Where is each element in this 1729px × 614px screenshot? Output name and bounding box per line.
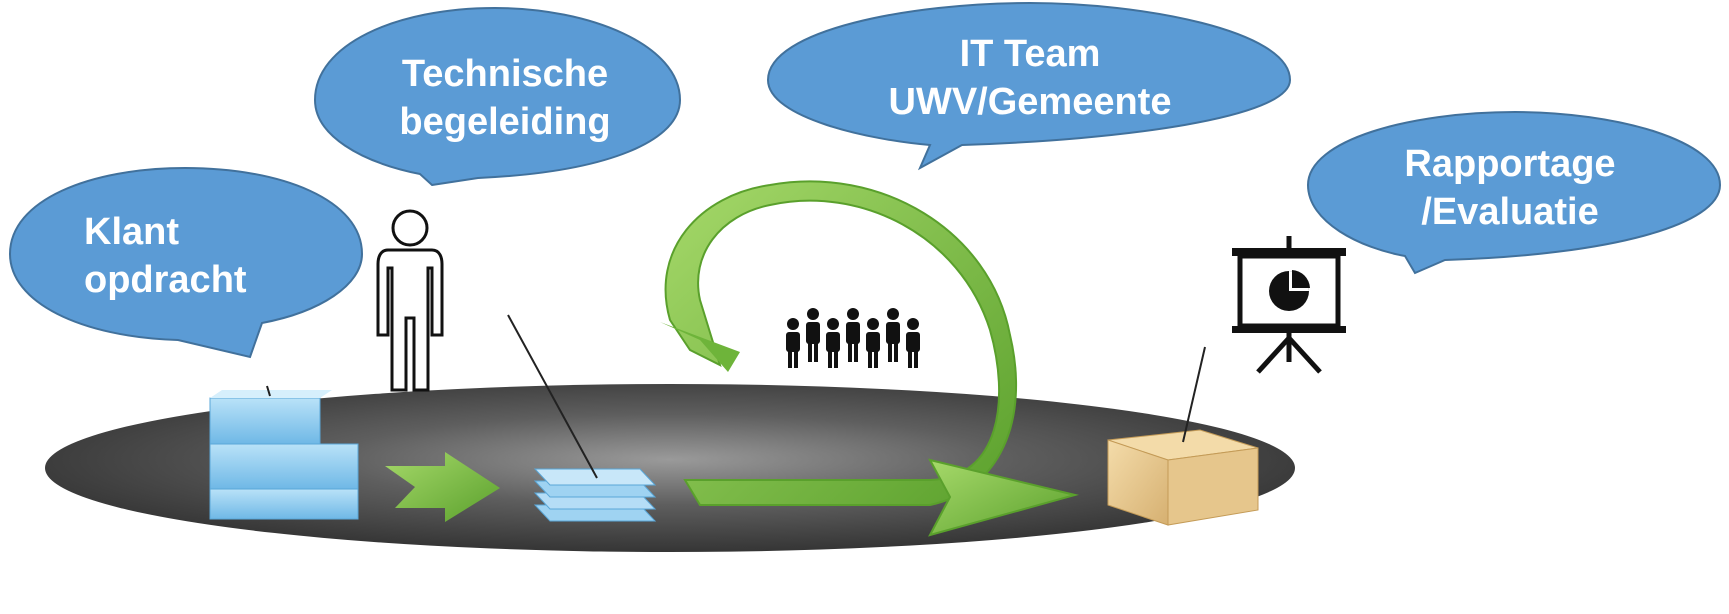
bubble-technische-line1: Technische <box>401 53 609 95</box>
bubble-klant-text: Klant opdracht <box>84 208 247 304</box>
bubble-it-team-text: IT Team UWV/Gemeente <box>880 30 1180 126</box>
stacked-blocks-icon <box>209 385 359 520</box>
person-outline-icon <box>376 209 444 392</box>
bubble-klant-shape <box>8 166 364 359</box>
bubble-it-team-shape <box>766 1 1292 171</box>
bubble-rapportage-line2: /Evaluatie <box>1421 191 1599 233</box>
bubble-rapportage-shape <box>1306 110 1722 275</box>
paper-stack-icon <box>507 314 657 522</box>
bubble-klant-line2: opdracht <box>84 259 247 301</box>
bubble-it-team-line2: UWV/Gemeente <box>888 81 1172 123</box>
cycle-arrow-icon <box>660 180 1079 537</box>
bubble-rapportage-text: Rapportage /Evaluatie <box>1380 140 1640 236</box>
bubble-technische-text: Technische begeleiding <box>390 50 620 146</box>
bubble-rapportage-line1: Rapportage <box>1404 143 1616 185</box>
cardboard-box-icon <box>1107 346 1259 526</box>
team-people-icon <box>786 308 920 368</box>
bubble-technische-line2: begeleiding <box>399 101 611 143</box>
forward-arrow-icon <box>385 452 500 522</box>
bubble-klant-line1: Klant <box>84 211 179 253</box>
presentation-board-icon <box>1232 236 1346 374</box>
bubble-it-team-line1: IT Team <box>959 33 1101 75</box>
bubble-technische-shape <box>313 6 682 187</box>
